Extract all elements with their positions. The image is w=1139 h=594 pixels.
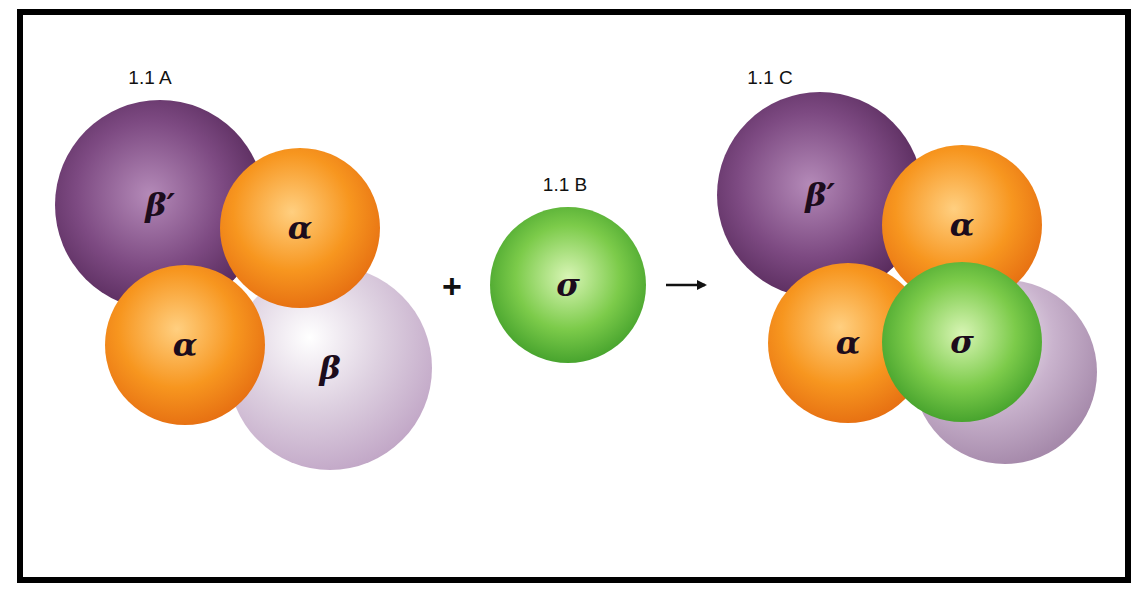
subunit-label: α [950, 206, 975, 244]
subunit-label: β′ [145, 186, 175, 224]
sigma-subunit: σ [882, 262, 1042, 422]
group-label: 1.1 A [128, 67, 171, 89]
subunit-label: β′ [805, 176, 835, 214]
plus-sign: + [442, 267, 462, 306]
sigma-subunit: σ [490, 207, 646, 363]
alpha-subunit: α [105, 265, 265, 425]
group-label: 1.1 C [747, 67, 792, 89]
subunit-label: σ [556, 266, 580, 304]
subunit-label: α [288, 209, 313, 247]
subunit-label: α [836, 324, 861, 362]
subunit-label: β [319, 349, 340, 387]
subunit-label: α [173, 326, 198, 364]
group-label: 1.1 B [543, 174, 587, 196]
frame [20, 12, 1128, 580]
subunit-label: σ [950, 323, 974, 361]
alpha-subunit: α [220, 148, 380, 308]
reaction-arrow [666, 284, 705, 287]
